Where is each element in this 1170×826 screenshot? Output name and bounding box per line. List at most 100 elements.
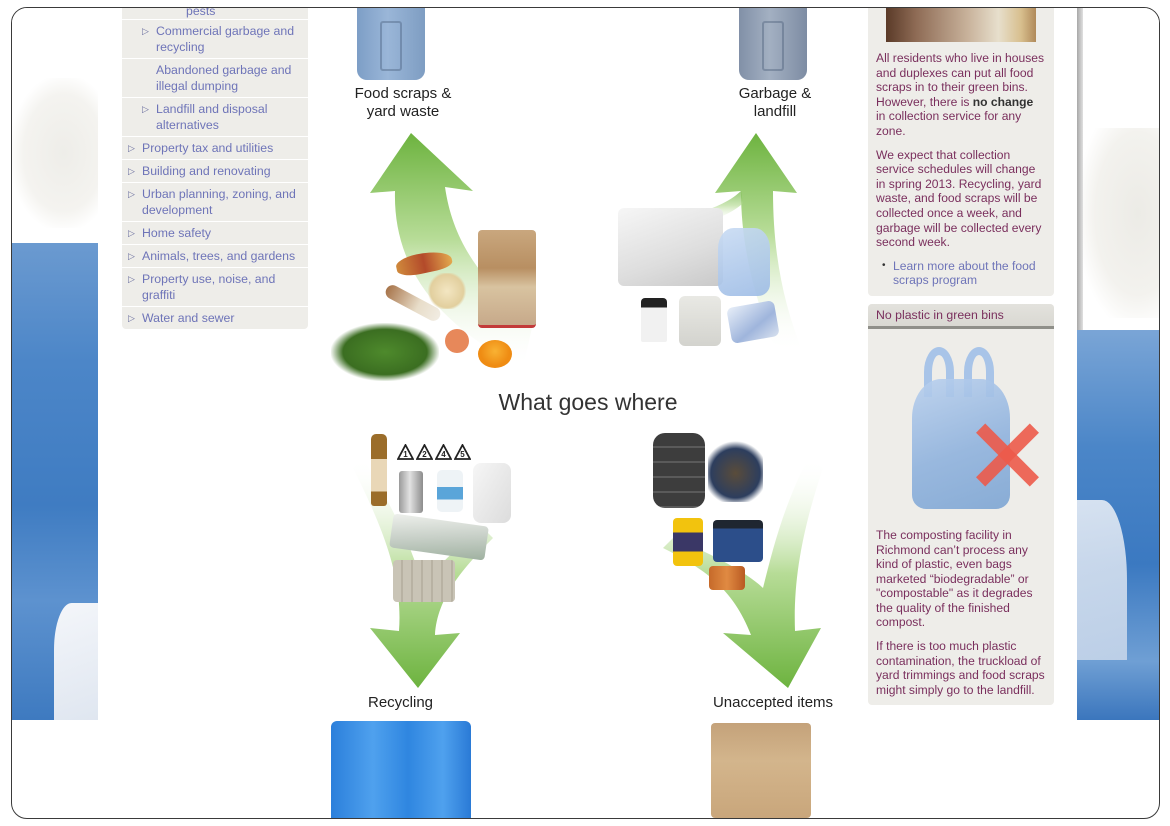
nav-item-label: Property use, noise, and graffiti xyxy=(142,272,276,302)
nav-item-landfill[interactable]: ▷ Landfill and disposal alternatives xyxy=(122,98,308,137)
text-bold: no change xyxy=(972,94,1034,109)
browser-viewport: pests ▷ Commercial garbage and recycling… xyxy=(11,7,1160,819)
nav-item-label: Urban planning, zoning, and development xyxy=(142,187,296,217)
recycling-code-1-icon: 1 xyxy=(397,444,414,460)
bullet-icon: • xyxy=(882,259,886,271)
triangle-right-icon: ▷ xyxy=(128,251,135,261)
bin-handle xyxy=(380,21,402,71)
background-photo-right xyxy=(1077,330,1159,720)
bag-handle xyxy=(964,346,994,397)
learn-more-list-item: • Learn more about the food scraps progr… xyxy=(882,259,1046,288)
decorative-swirl xyxy=(12,78,98,228)
recycling-code-5-icon: 5 xyxy=(454,444,471,460)
nav-item-building[interactable]: ▷ Building and renovating xyxy=(122,160,308,183)
food-scraps-paragraph-2: We expect that collection service schedu… xyxy=(876,147,1042,250)
cardboard-box-image xyxy=(711,723,811,818)
nav-item-label: Animals, trees, and gardens xyxy=(142,249,296,263)
triangle-right-icon: ▷ xyxy=(128,228,135,238)
nav-item-animals-trees[interactable]: ▷ Animals, trees, and gardens xyxy=(122,245,308,268)
noodles-image xyxy=(426,273,468,309)
what-goes-where-diagram: Food scraps & yard waste Garbage & landf… xyxy=(323,8,863,818)
photo-figure xyxy=(1077,500,1127,660)
green-bin-image xyxy=(357,8,425,80)
nav-item-label: Building and renovating xyxy=(142,164,271,178)
food-scraps-links: • Learn more about the food scraps progr… xyxy=(876,259,1046,288)
no-plastic-header: No plastic in green bins xyxy=(868,303,1054,329)
red-x-icon xyxy=(974,421,1040,487)
plastic-bag-crossed-image xyxy=(886,339,1036,524)
nav-item-label: Water and sewer xyxy=(142,311,235,325)
nav-item-label: Home safety xyxy=(142,226,212,240)
svg-text:5: 5 xyxy=(460,450,465,459)
triangle-right-icon: ▷ xyxy=(128,313,135,323)
label-line: yard waste xyxy=(366,103,440,120)
garbage-bin-image xyxy=(739,8,807,80)
milk-jug-image xyxy=(473,463,511,523)
diagram-title: What goes where xyxy=(498,389,678,415)
yard-trimmings-image xyxy=(331,323,439,381)
svg-text:2: 2 xyxy=(422,450,427,459)
label-line: Food scraps & xyxy=(354,85,452,102)
food-scraps-label: Food scraps & yard waste xyxy=(343,85,463,121)
car-battery-image xyxy=(713,520,763,562)
background-photo-left xyxy=(12,243,98,720)
triangle-right-icon: ▷ xyxy=(142,104,149,114)
nav-item-property-tax[interactable]: ▷ Property tax and utilities xyxy=(122,137,308,160)
plastic-bag-image xyxy=(718,228,770,296)
wine-bottle-image xyxy=(371,434,387,506)
oil-filters-image xyxy=(709,566,745,590)
no-plastic-paragraph-2: If there is too much plastic contaminati… xyxy=(876,639,1045,697)
nav-item-abandoned-garbage[interactable]: Abandoned garbage and illegal dumping xyxy=(122,59,308,98)
plastic-codes: 1 2 4 5 xyxy=(397,444,477,460)
garbage-landfill-label: Garbage & landfill xyxy=(715,85,835,121)
decorative-swirl xyxy=(1083,128,1159,318)
bag-handle xyxy=(924,346,954,397)
arrow-down-recycling xyxy=(353,458,493,688)
pizza-box-image xyxy=(478,230,536,328)
learn-more-food-scraps-link[interactable]: Learn more about the food scraps program xyxy=(893,258,1036,288)
food-scraps-photo xyxy=(886,8,1036,42)
tin-can-image xyxy=(399,471,423,513)
svg-text:4: 4 xyxy=(441,450,446,459)
text-segment: All residents who live in houses and dup… xyxy=(876,51,1045,109)
plastic-jar-image xyxy=(437,470,463,512)
nav-item-pests[interactable]: pests xyxy=(122,8,308,20)
recycling-code-4-icon: 4 xyxy=(435,444,452,460)
takeout-container-image xyxy=(679,296,721,346)
tires-image xyxy=(653,433,705,508)
page-content: pests ▷ Commercial garbage and recycling… xyxy=(98,8,1077,818)
food-scraps-info-box: All residents who live in houses and dup… xyxy=(868,8,1054,296)
triangle-right-icon: ▷ xyxy=(128,274,135,284)
nav-item-urban-planning[interactable]: ▷ Urban planning, zoning, and developmen… xyxy=(122,183,308,222)
eggshell-image xyxy=(445,329,469,353)
background-right xyxy=(1077,8,1159,720)
nav-item-home-safety[interactable]: ▷ Home safety xyxy=(122,222,308,245)
label-line: landfill xyxy=(753,103,797,120)
food-scraps-paragraph-1: All residents who live in houses and dup… xyxy=(876,51,1046,139)
label-line: Garbage & xyxy=(738,85,812,102)
nav-item-label: pests xyxy=(186,8,216,18)
triangle-right-icon: ▷ xyxy=(128,143,135,153)
nav-item-label: Landfill and disposal alternatives xyxy=(156,102,268,132)
antifreeze-jug-image xyxy=(673,518,703,566)
nav-item-water-sewer[interactable]: ▷ Water and sewer xyxy=(122,307,308,329)
recycling-label: Recycling xyxy=(367,694,434,711)
triangle-right-icon: ▷ xyxy=(142,26,149,36)
styrofoam-image xyxy=(618,208,723,286)
egg-carton-image xyxy=(393,560,455,602)
background-left xyxy=(12,8,98,720)
nav-item-commercial-garbage[interactable]: ▷ Commercial garbage and recycling xyxy=(122,20,308,59)
unaccepted-items-label: Unaccepted items xyxy=(712,694,834,711)
orange-peel-image xyxy=(478,340,512,368)
hazardous-containers-image xyxy=(708,438,763,502)
right-sidebar: All residents who live in houses and dup… xyxy=(868,8,1054,706)
no-plastic-box: No plastic in green bins The composting … xyxy=(868,303,1054,706)
text-segment: in collection service for any zone. xyxy=(876,109,1022,138)
nav-item-label: Abandoned garbage and illegal dumping xyxy=(156,63,292,93)
triangle-right-icon: ▷ xyxy=(128,189,135,199)
nav-item-property-use[interactable]: ▷ Property use, noise, and graffiti xyxy=(122,268,308,307)
no-plastic-paragraph-1: The composting facility in Richmond can’… xyxy=(876,527,1033,630)
svg-text:1: 1 xyxy=(403,450,408,459)
triangle-right-icon: ▷ xyxy=(128,166,135,176)
nav-item-label: Commercial garbage and recycling xyxy=(156,24,295,54)
